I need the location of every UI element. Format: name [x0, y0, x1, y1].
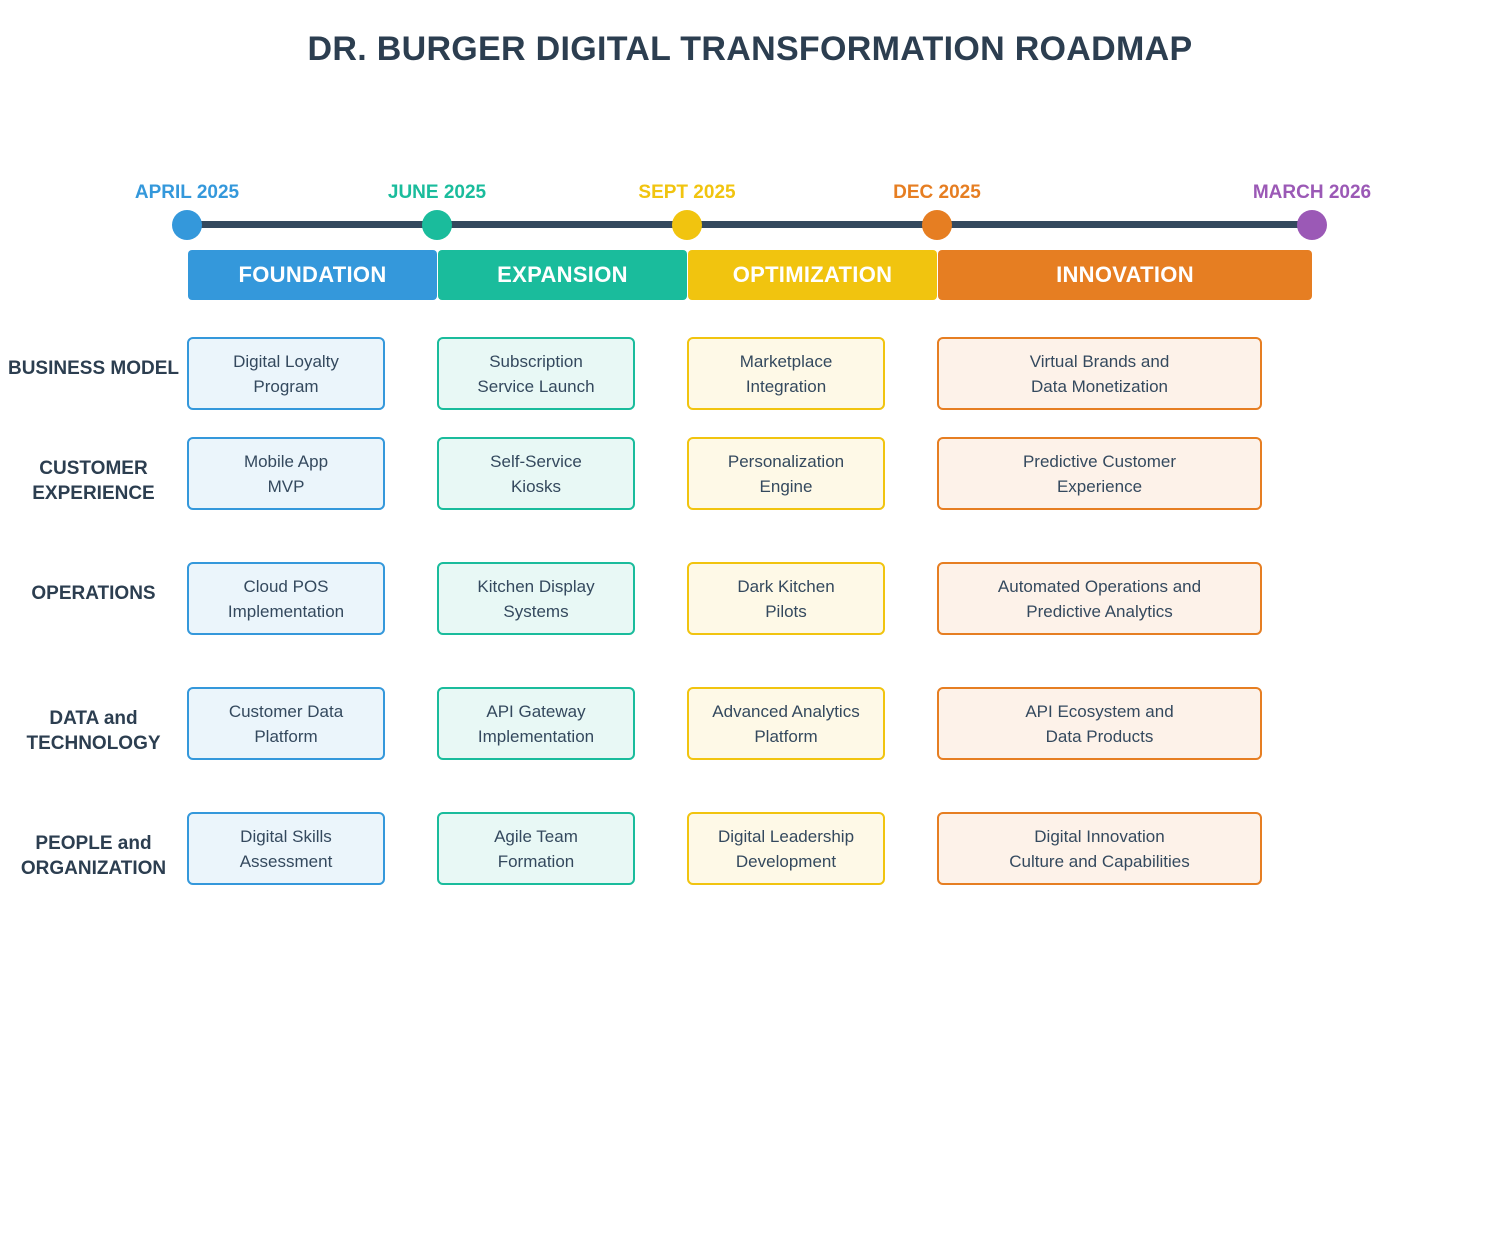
roadmap-card: Dark Kitchen Pilots [687, 562, 885, 635]
row-label-data-and-technology: DATA and TECHNOLOGY [26, 708, 161, 754]
roadmap-card-text: Agile Team Formation [494, 826, 578, 871]
roadmap-card-text: Mobile App MVP [243, 451, 329, 496]
roadmap-card-text: Digital Innovation Culture and Capabilit… [1009, 826, 1190, 871]
roadmap-card: Automated Operations and Predictive Anal… [937, 562, 1262, 635]
roadmap-card-text: API Ecosystem and Data Products [1025, 701, 1174, 746]
roadmap-card: Self-Service Kiosks [437, 437, 635, 510]
timeline-line [187, 221, 1312, 228]
roadmap-card: Subscription Service Launch [437, 337, 635, 410]
roadmap-card-text: Kitchen Display Systems [477, 576, 595, 621]
roadmap-card: API Ecosystem and Data Products [937, 687, 1262, 760]
roadmap-card: Digital Loyalty Program [187, 337, 385, 410]
roadmap-card-text: Digital Leadership Development [717, 826, 855, 871]
roadmap-card: Digital Innovation Culture and Capabilit… [937, 812, 1262, 885]
roadmap-card-text: Marketplace Integration [739, 351, 833, 396]
roadmap-card-text: Virtual Brands and Data Monetization [1029, 351, 1170, 396]
milestone-label-april-2025: APRIL 2025 [134, 182, 240, 203]
roadmap-card: Kitchen Display Systems [437, 562, 635, 635]
roadmap-card-text: Dark Kitchen Pilots [737, 576, 835, 621]
milestone-dot-june-2025 [422, 210, 452, 240]
roadmap-card: Personalization Engine [687, 437, 885, 510]
milestone-dot-april-2025 [172, 210, 202, 240]
roadmap-card-text: Self-Service Kiosks [490, 451, 582, 496]
milestone-label-dec-2025: DEC 2025 [893, 182, 981, 203]
roadmap-title: DR. BURGER DIGITAL TRANSFORMATION ROADMA… [307, 30, 1193, 68]
phase-bar-innovation: INNOVATION [938, 250, 1312, 300]
row-label-people-and-organization: PEOPLE and ORGANIZATION [20, 833, 167, 879]
roadmap-card: Cloud POS Implementation [187, 562, 385, 635]
milestone-dot-sept-2025 [672, 210, 702, 240]
roadmap-card: Advanced Analytics Platform [687, 687, 885, 760]
roadmap-card: Predictive Customer Experience [937, 437, 1262, 510]
roadmap-card: Agile Team Formation [437, 812, 635, 885]
phase-bar-optimization: OPTIMIZATION [688, 250, 937, 300]
phase-bar-expansion: EXPANSION [438, 250, 687, 300]
roadmap-card: Mobile App MVP [187, 437, 385, 510]
roadmap-card: Digital Skills Assessment [187, 812, 385, 885]
roadmap-card-text: Personalization Engine [727, 451, 845, 496]
roadmap-card-text: Subscription Service Launch [477, 351, 595, 396]
milestone-dot-march-2026 [1297, 210, 1327, 240]
roadmap-card-text: Digital Loyalty Program [233, 351, 339, 396]
row-label-operations: OPERATIONS [31, 583, 156, 604]
row-label-business-model: BUSINESS MODEL [7, 358, 180, 379]
milestone-label-june-2025: JUNE 2025 [387, 182, 487, 203]
roadmap-card: Virtual Brands and Data Monetization [937, 337, 1262, 410]
roadmap-card-text: Advanced Analytics Platform [712, 701, 860, 746]
phase-bar-foundation: FOUNDATION [188, 250, 437, 300]
roadmap-card-text: Cloud POS Implementation [227, 576, 345, 621]
roadmap-card-text: Customer Data Platform [228, 701, 344, 746]
roadmap-card-text: API Gateway Implementation [477, 701, 595, 746]
milestone-dot-dec-2025 [922, 210, 952, 240]
roadmap-card: Marketplace Integration [687, 337, 885, 410]
roadmap-card-text: Automated Operations and Predictive Anal… [997, 576, 1202, 621]
roadmap-card-text: Digital Skills Assessment [239, 826, 333, 871]
milestone-label-sept-2025: SEPT 2025 [638, 182, 736, 203]
roadmap-card: Customer Data Platform [187, 687, 385, 760]
milestone-label-march-2026: MARCH 2026 [1252, 182, 1372, 203]
row-label-customer-experience: CUSTOMER EXPERIENCE [32, 458, 155, 504]
roadmap-card: API Gateway Implementation [437, 687, 635, 760]
roadmap-card-text: Predictive Customer Experience [1022, 451, 1177, 496]
roadmap-card: Digital Leadership Development [687, 812, 885, 885]
